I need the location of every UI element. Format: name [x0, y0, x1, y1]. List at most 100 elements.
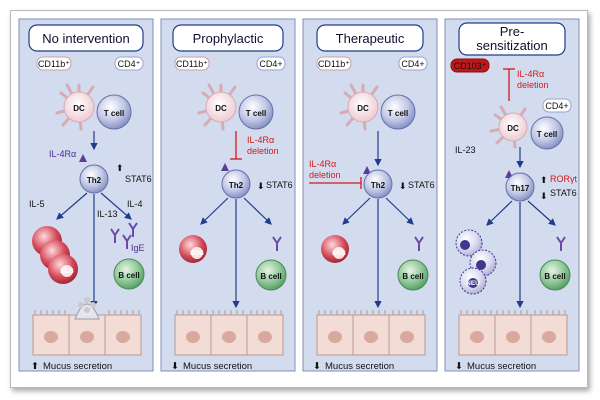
- down-arrow-icon: ⬇: [171, 361, 179, 372]
- dendritic-cell-icon: [339, 83, 379, 131]
- down-arrow-icon: ⬇: [399, 181, 407, 191]
- dendritic-cell-icon: [55, 83, 95, 131]
- antibody-icon: [414, 236, 424, 251]
- up-arrow-icon: ⬆: [31, 361, 39, 372]
- th2-cell-icon: [79, 164, 109, 194]
- th-label: Th2: [229, 181, 244, 190]
- up-arrow-icon: ⬆: [540, 175, 548, 185]
- arrow-il5: [56, 192, 88, 220]
- t-cell-icon: [238, 94, 274, 130]
- t-marker-pill: [256, 56, 286, 71]
- t-cell-icon: [96, 94, 132, 130]
- receptor-icon: [79, 154, 87, 162]
- footer-label: Mucus secretion: [183, 361, 252, 372]
- stat6-label: STAT6: [408, 180, 435, 190]
- t-marker: CD4+: [401, 59, 424, 69]
- neutrophil-icon: [455, 229, 497, 295]
- epithelium-icon: [458, 310, 568, 356]
- b-cell-label: B cell: [402, 272, 423, 281]
- dendritic-cell-icon: [489, 105, 528, 149]
- th2-cell-icon: [363, 169, 393, 199]
- th17-cell-icon: [505, 172, 535, 202]
- footer-label: Mucus secretion: [325, 361, 394, 372]
- panel-title-line-1: Pre-: [500, 24, 525, 39]
- t-cell-label: T cell: [388, 109, 408, 118]
- dc-marker-pill: [450, 58, 490, 73]
- panel-title-box: [28, 24, 144, 52]
- cytokine-il13: IL-13: [97, 209, 118, 219]
- down-arrow-icon: ⬇: [455, 361, 463, 372]
- stat6-label: STAT6: [266, 180, 293, 190]
- down-arrow-icon: ⬇: [257, 181, 265, 191]
- th-label: Th17: [511, 184, 530, 193]
- stat6-label: STAT6: [125, 174, 152, 184]
- t-marker: CD4+: [545, 101, 568, 111]
- panel-title-box: [172, 24, 284, 52]
- antibody-icon: [110, 222, 138, 249]
- epithelium-icon: [32, 297, 142, 356]
- stat6-label: STAT6: [550, 188, 577, 198]
- t-marker-pill: [398, 56, 428, 71]
- diagram-canvas: No intervention CD11b⁺ CD4⁺ DC T cell IL…: [18, 18, 580, 372]
- t-cell-icon: [380, 94, 416, 130]
- panel-no-intervention: No intervention CD11b⁺ CD4⁺ DC T cell IL…: [18, 18, 154, 372]
- panel-title-box: [316, 24, 424, 52]
- panel-pre-sensitization: Pre- sensitization CD103⁺ CD4+ IL-4Rα de…: [444, 18, 580, 372]
- dc-marker-pill: [36, 56, 72, 71]
- dc-marker: CD11b⁺: [318, 59, 350, 69]
- t-marker-pill: [114, 56, 144, 71]
- arrow-to-eos: [200, 197, 229, 225]
- t-cell-icon: [530, 116, 564, 150]
- th-label: Th2: [87, 176, 102, 185]
- receptor-icon: [363, 166, 371, 174]
- b-cell-icon: [255, 259, 287, 291]
- eos-label: EOS: [190, 250, 204, 257]
- cytokine-il23: IL-23: [455, 145, 476, 155]
- b-cell-icon: [113, 258, 145, 290]
- arrow-to-bcell: [243, 197, 272, 225]
- b-cell-label: B cell: [260, 272, 281, 281]
- dc-marker: CD11b⁺: [176, 59, 208, 69]
- figure-frame: No intervention CD11b⁺ CD4⁺ DC T cell IL…: [10, 10, 588, 388]
- dc-label: DC: [215, 104, 227, 113]
- deletion-label-2: deletion: [517, 80, 549, 90]
- deletion-label-1: IL-4Rα: [309, 159, 336, 169]
- panel-therapeutic: Therapeutic CD11b⁺ CD4+ DC T cell IL-4Rα…: [302, 18, 438, 372]
- rorgt-label: RORγt: [550, 174, 577, 184]
- t-cell-label: T cell: [246, 109, 266, 118]
- th2-cell-icon: [221, 169, 251, 199]
- panel-title-box: [458, 22, 566, 56]
- eosinophil-icon: [32, 226, 78, 284]
- dendritic-cell-icon: [197, 83, 237, 131]
- down-arrow-icon: ⬇: [313, 361, 321, 372]
- footer-label: Mucus secretion: [43, 361, 112, 372]
- up-arrow-icon: ⬆: [116, 163, 124, 173]
- eos-label: EOS: [332, 250, 346, 257]
- b-cell-icon: [539, 259, 571, 291]
- panel-title: Therapeutic: [336, 31, 405, 46]
- arrow-il4: [100, 192, 132, 220]
- t-marker-pill: [542, 98, 572, 113]
- b-cell-icon: [397, 259, 429, 291]
- panel-title-line-2: sensitization: [476, 38, 548, 53]
- epithelium-icon: [316, 310, 426, 356]
- neu-label: NEU: [466, 280, 480, 287]
- down-arrow-icon: ⬇: [540, 191, 548, 201]
- panel-title: No intervention: [42, 31, 129, 46]
- b-cell-label: B cell: [118, 271, 139, 280]
- t-marker: CD4+: [259, 59, 282, 69]
- deletion-label-1: IL-4Rα: [247, 135, 274, 145]
- receptor-icon: [221, 163, 229, 171]
- b-cell-label: B cell: [544, 272, 565, 281]
- arrow-to-bcell: [527, 200, 556, 226]
- deletion-label-1: IL-4Rα: [517, 69, 544, 79]
- t-cell-label: T cell: [537, 130, 557, 139]
- dc-label: DC: [73, 104, 85, 113]
- arrow-to-bcell: [385, 197, 414, 225]
- antibody-icon: [272, 236, 282, 251]
- ige-label: IgE: [131, 243, 145, 253]
- epithelium-icon: [174, 310, 284, 356]
- panel-title: Prophylactic: [193, 31, 264, 46]
- footer-label: Mucus secretion: [467, 361, 536, 372]
- deletion-label-2: deletion: [247, 146, 279, 156]
